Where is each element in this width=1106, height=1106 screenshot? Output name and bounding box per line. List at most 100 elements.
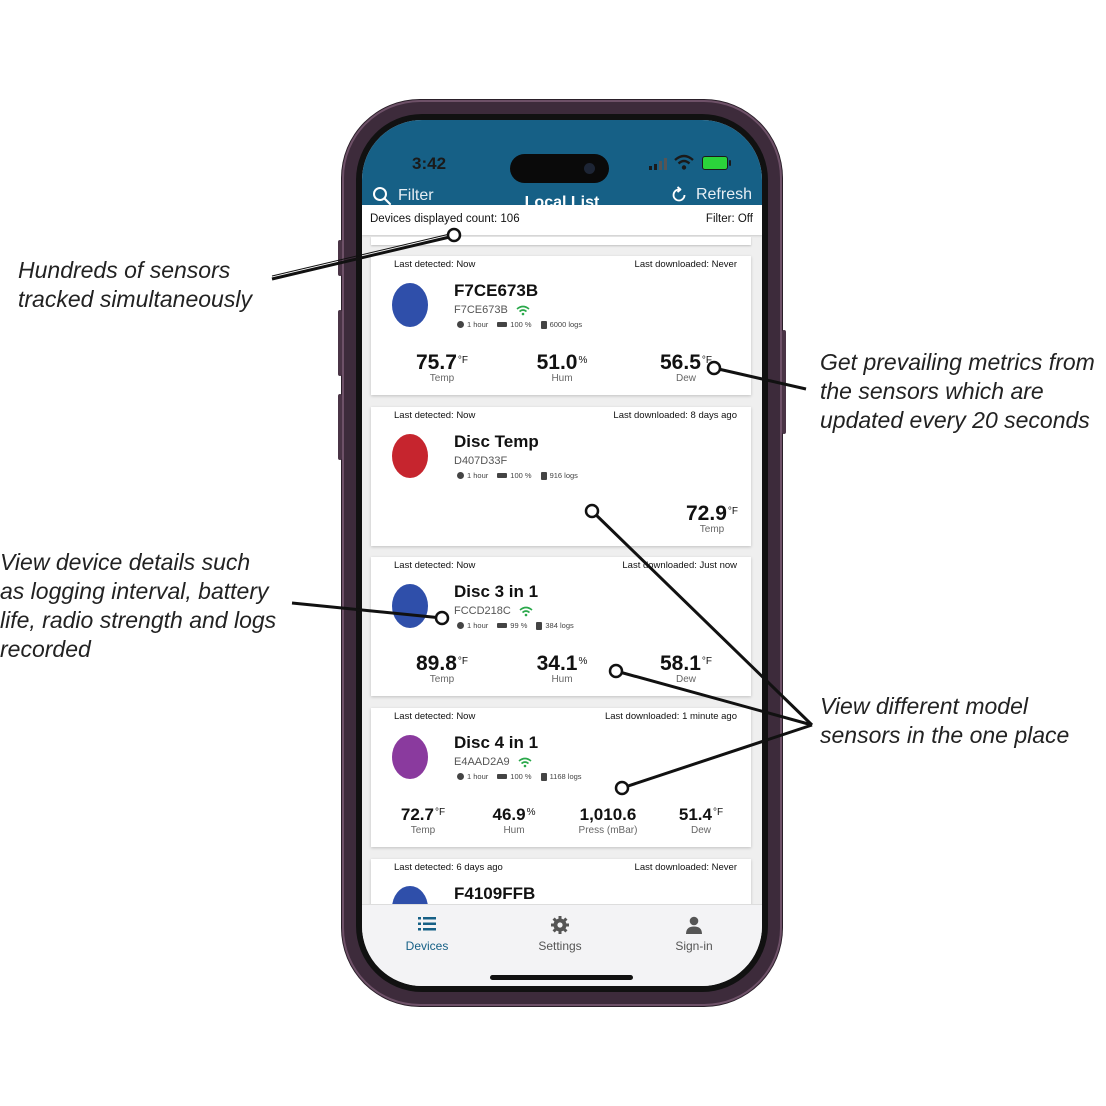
device-meta: 1 hour 99 % 384 logs bbox=[457, 621, 574, 630]
device-id: E4AAD2A9 bbox=[454, 756, 510, 768]
refresh-button[interactable]: Refresh bbox=[670, 186, 752, 204]
callout-line-sensors bbox=[271, 234, 455, 281]
tab-devices-label: Devices bbox=[405, 939, 449, 953]
device-id-row: E4AAD2A9 bbox=[454, 756, 532, 768]
last-detected: Last detected: Now bbox=[394, 711, 476, 722]
gear-icon bbox=[551, 916, 569, 934]
callout-line-models-3 bbox=[621, 723, 813, 790]
person-icon bbox=[686, 916, 702, 934]
logging-interval: 1 hour bbox=[467, 772, 489, 781]
tab-settings-label: Settings bbox=[538, 939, 582, 953]
reading-hum: 34.1%Hum bbox=[536, 652, 588, 685]
last-downloaded: Last downloaded: Never bbox=[634, 259, 737, 270]
logging-interval: 1 hour bbox=[467, 621, 489, 630]
logs-icon bbox=[540, 471, 547, 480]
callout-dot bbox=[706, 360, 722, 376]
device-name: Disc 3 in 1 bbox=[454, 582, 539, 601]
annotation-prevailing-metrics: Get prevailing metrics from the sensors … bbox=[820, 349, 1095, 433]
last-downloaded: Last downloaded: 8 days ago bbox=[613, 410, 737, 421]
phone-frame: 3:42 Filter Local List bbox=[338, 100, 786, 1006]
dynamic-island bbox=[510, 154, 609, 183]
radio-strength-icon bbox=[516, 305, 530, 315]
search-icon bbox=[373, 187, 392, 206]
battery-status-icon bbox=[702, 156, 731, 170]
reading-hum: 51.0%Hum bbox=[536, 351, 588, 384]
volume-up-button bbox=[338, 310, 342, 376]
callout-dot bbox=[446, 227, 462, 243]
device-card[interactable]: Last detected: Now Last downloaded: 1 mi… bbox=[371, 708, 751, 847]
device-card-partial[interactable] bbox=[371, 237, 751, 245]
app-header: 3:42 Filter Local List bbox=[362, 120, 762, 211]
tab-settings[interactable]: Settings bbox=[510, 915, 610, 953]
wifi-status-icon bbox=[674, 154, 694, 170]
logs-icon bbox=[536, 621, 543, 630]
power-button bbox=[782, 330, 786, 434]
callout-dot bbox=[584, 503, 600, 519]
logs-count: 916 logs bbox=[549, 471, 578, 480]
last-downloaded: Last downloaded: Just now bbox=[622, 560, 737, 571]
battery-icon bbox=[497, 774, 508, 779]
device-card[interactable]: Last detected: Now Last downloaded: Just… bbox=[371, 557, 751, 696]
device-id-row: F7CE673B bbox=[454, 304, 530, 316]
volume-down-button bbox=[338, 394, 342, 460]
last-downloaded: Last downloaded: 1 minute ago bbox=[604, 711, 737, 722]
phone-screen: 3:42 Filter Local List bbox=[362, 120, 762, 986]
device-list[interactable]: Last detected: Now Last downloaded: Neve… bbox=[362, 237, 762, 917]
device-id-row: D407D33F bbox=[454, 455, 507, 467]
battery-level: 100 % bbox=[510, 471, 532, 480]
status-time: 3:42 bbox=[412, 154, 447, 173]
device-name: F7CE673B bbox=[454, 281, 539, 300]
device-card[interactable]: Last detected: Now Last downloaded: Neve… bbox=[371, 256, 751, 395]
tab-sign-in-label: Sign-in bbox=[675, 939, 713, 953]
clock-icon bbox=[457, 472, 464, 479]
logs-icon bbox=[540, 320, 547, 329]
logging-interval: 1 hour bbox=[467, 471, 489, 480]
device-meta: 1 hour 100 % 1168 logs bbox=[457, 772, 582, 781]
filter-status: Filter: Off bbox=[705, 213, 753, 225]
device-id: D407D33F bbox=[454, 455, 508, 467]
clock-icon bbox=[457, 622, 464, 629]
logs-count: 1168 logs bbox=[549, 772, 582, 781]
logging-interval: 1 hour bbox=[467, 320, 489, 329]
tab-sign-in[interactable]: Sign-in bbox=[644, 915, 744, 953]
battery-level: 100 % bbox=[510, 772, 532, 781]
battery-level: 99 % bbox=[510, 621, 528, 630]
callout-line-models-1 bbox=[590, 509, 814, 727]
clock-icon bbox=[457, 321, 464, 328]
annotation-different-models: View different model sensors in the one … bbox=[820, 693, 1070, 748]
filter-button[interactable]: Filter bbox=[372, 186, 434, 206]
device-id: FCCD218C bbox=[454, 605, 511, 617]
bottom-tab-bar: Devices Settings bbox=[362, 904, 762, 986]
device-name: F4109FFB bbox=[454, 884, 536, 903]
annotation-sensors-tracked: Hundreds of sensors tracked simultaneous… bbox=[18, 257, 252, 312]
callout-dot bbox=[608, 663, 624, 679]
device-name: Disc Temp bbox=[454, 432, 539, 451]
list-status-row: Devices displayed count: 106 Filter: Off bbox=[362, 205, 762, 235]
home-indicator[interactable] bbox=[490, 975, 633, 980]
last-detected: Last detected: 6 days ago bbox=[394, 862, 503, 873]
battery-icon bbox=[497, 623, 508, 628]
logs-icon bbox=[540, 772, 547, 781]
reading-hum: 46.9%Hum bbox=[492, 805, 536, 836]
annotation-device-details: View device details such as logging inte… bbox=[0, 549, 277, 662]
device-name: Disc 4 in 1 bbox=[454, 733, 539, 752]
device-card[interactable]: Last detected: Now Last downloaded: 8 da… bbox=[371, 407, 751, 546]
callout-dot bbox=[434, 610, 450, 626]
last-detected: Last detected: Now bbox=[394, 410, 476, 421]
callout-line-models-2 bbox=[615, 669, 813, 727]
battery-level: 100 % bbox=[510, 320, 532, 329]
list-icon bbox=[418, 917, 436, 931]
last-detected: Last detected: Now bbox=[394, 560, 476, 571]
tab-devices[interactable]: Devices bbox=[377, 915, 477, 953]
battery-icon bbox=[497, 473, 508, 478]
refresh-label: Refresh bbox=[695, 186, 752, 203]
logs-count: 6000 logs bbox=[549, 320, 583, 329]
last-downloaded: Last downloaded: Never bbox=[634, 862, 737, 873]
